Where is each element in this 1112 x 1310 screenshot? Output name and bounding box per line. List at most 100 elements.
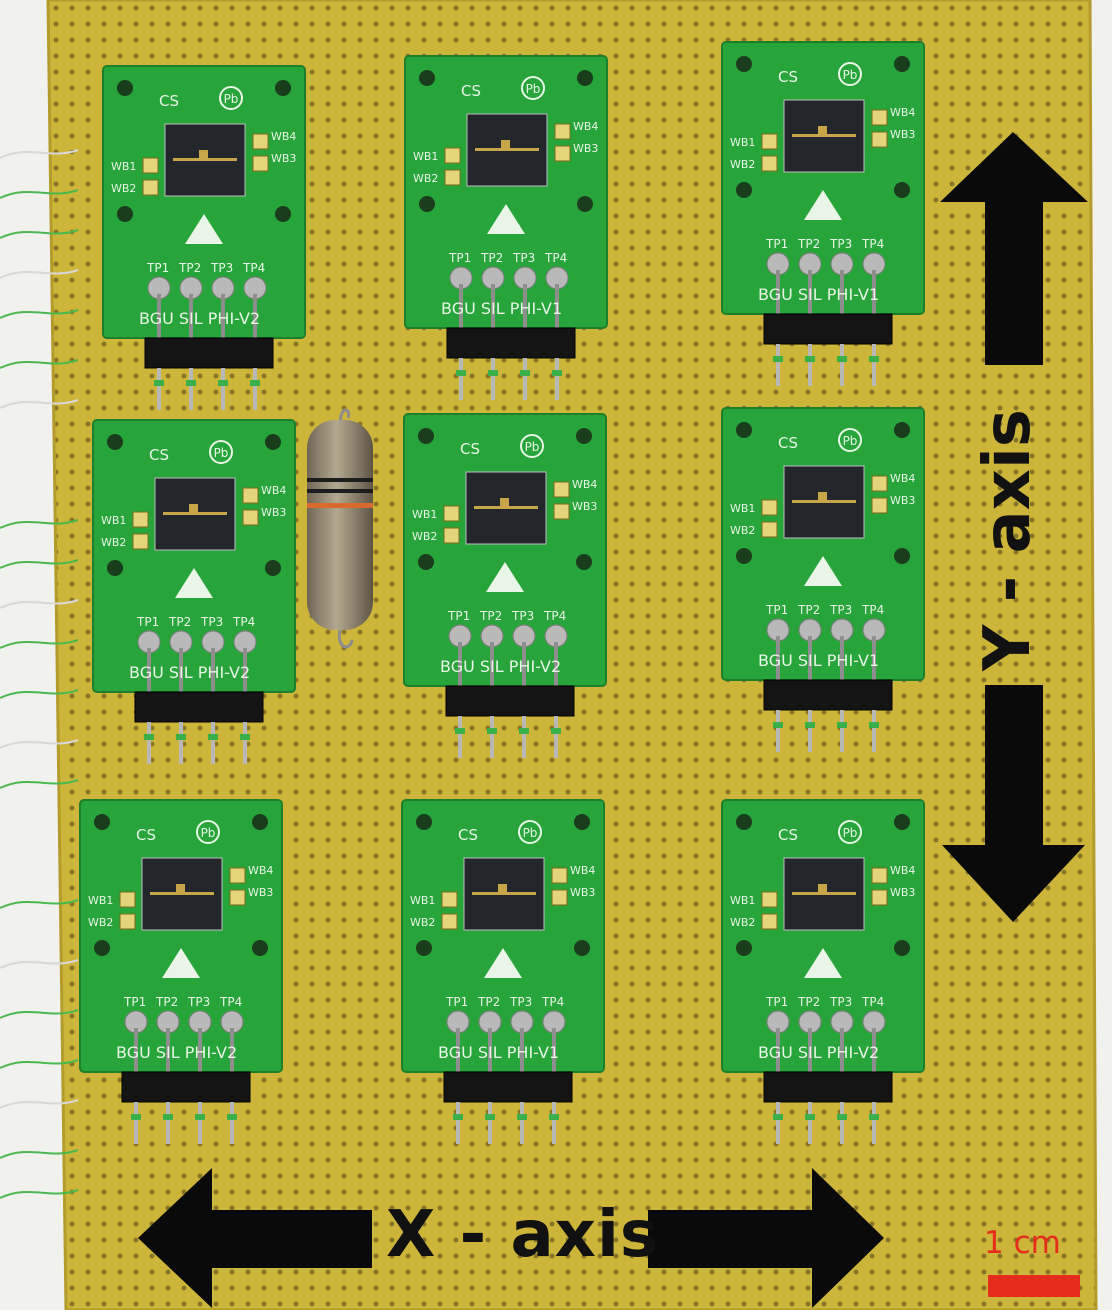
header-pin — [166, 1102, 170, 1144]
test-point-label: TP4 — [219, 995, 242, 1009]
chip-pad — [176, 884, 185, 892]
pcb — [721, 41, 925, 315]
chip-pad — [501, 140, 510, 148]
pin-header — [144, 337, 274, 369]
bond-pad — [871, 867, 888, 884]
mounting-hole — [252, 814, 268, 830]
lead-free-icon — [219, 86, 243, 110]
test-point-label: TP1 — [136, 615, 159, 629]
wb4-label: WB4 — [572, 478, 597, 491]
test-point-label: TP3 — [512, 251, 535, 265]
mounting-hole — [894, 814, 910, 830]
cs-mark: CS — [149, 446, 169, 464]
test-point-label: TP2 — [479, 609, 502, 623]
header-wire-wrap — [144, 734, 154, 740]
header-wire-wrap — [869, 1114, 879, 1120]
chip-trace — [474, 506, 538, 509]
mounting-hole — [576, 428, 592, 444]
scale-bar-label: 1 cm — [984, 1225, 1061, 1261]
wire-strand — [0, 559, 79, 569]
bond-pad — [551, 889, 568, 906]
pb-mark: Pb — [843, 826, 858, 840]
esd-warning-icon — [487, 204, 525, 234]
board-footer-text: BGU SIL PHI-V1 — [758, 651, 879, 670]
wire-strand — [0, 1059, 79, 1069]
header-wire-wrap — [837, 722, 847, 728]
lead-free-icon — [838, 428, 862, 452]
esd-warning-icon — [162, 948, 200, 978]
chip-pad — [189, 504, 198, 512]
lead-free-icon — [838, 62, 862, 86]
wb4-label: WB4 — [248, 864, 273, 877]
wire-strand — [0, 899, 79, 909]
bond-pad — [554, 123, 571, 140]
mounting-hole — [94, 940, 110, 956]
lead-free-icon — [520, 434, 544, 458]
wb4-label: WB4 — [573, 120, 598, 133]
wire-strand — [0, 359, 79, 369]
header-pin — [840, 1102, 844, 1144]
test-point-label: TP3 — [509, 995, 532, 1009]
wb3-label: WB3 — [573, 142, 598, 155]
bond-pad — [761, 891, 778, 908]
chip-pad — [498, 884, 507, 892]
header-pin — [776, 344, 780, 386]
wb3-label: WB3 — [271, 152, 296, 165]
header-pin — [520, 1102, 524, 1144]
mounting-hole — [275, 80, 291, 96]
wb1-label: WB1 — [88, 894, 113, 907]
bond-pad — [871, 109, 888, 126]
header-pin — [523, 358, 527, 400]
header-wire-wrap — [250, 380, 260, 386]
mounting-hole — [275, 206, 291, 222]
wire-strand — [0, 269, 79, 279]
cs-mark: CS — [460, 440, 480, 458]
chip-trace — [163, 512, 227, 515]
wire-strand — [0, 519, 79, 529]
header-pin — [488, 1102, 492, 1144]
bond-pad — [119, 913, 136, 930]
bond-pad — [132, 511, 149, 528]
bond-pad — [142, 157, 159, 174]
cs-mark: CS — [778, 68, 798, 86]
wb1-label: WB1 — [111, 160, 136, 173]
mounting-hole — [416, 814, 432, 830]
chip-trace — [792, 134, 856, 137]
test-point-label: TP4 — [861, 237, 884, 251]
pin-header — [134, 691, 264, 723]
header-pin — [243, 722, 247, 764]
header-pin — [456, 1102, 460, 1144]
chip-pad — [818, 492, 827, 500]
header-pin — [808, 710, 812, 752]
test-point-label: TP2 — [477, 995, 500, 1009]
wb2-label: WB2 — [730, 524, 755, 537]
test-point-label: TP3 — [511, 609, 534, 623]
test-point-label: TP4 — [861, 995, 884, 1009]
bond-pad — [229, 867, 246, 884]
header-pin — [179, 722, 183, 764]
board-footer-text: BGU SIL PHI-V1 — [441, 299, 562, 318]
header-pin — [872, 1102, 876, 1144]
wb2-label: WB2 — [730, 158, 755, 171]
pb-mark: Pb — [523, 826, 538, 840]
bond-pad — [761, 155, 778, 172]
mounting-hole — [576, 554, 592, 570]
mounting-hole — [736, 548, 752, 564]
bond-pad — [871, 889, 888, 906]
wb1-label: WB1 — [101, 514, 126, 527]
mounting-hole — [894, 56, 910, 72]
pb-mark: Pb — [843, 68, 858, 82]
mounting-hole — [577, 70, 593, 86]
header-wire-wrap — [240, 734, 250, 740]
pb-mark: Pb — [214, 446, 229, 460]
mounting-hole — [574, 814, 590, 830]
header-pin — [808, 1102, 812, 1144]
wb3-label: WB3 — [572, 500, 597, 513]
chip-trace — [472, 892, 536, 895]
wire-strand — [0, 229, 79, 239]
mounting-hole — [894, 548, 910, 564]
test-point-label: TP2 — [178, 261, 201, 275]
wb4-label: WB4 — [271, 130, 296, 143]
